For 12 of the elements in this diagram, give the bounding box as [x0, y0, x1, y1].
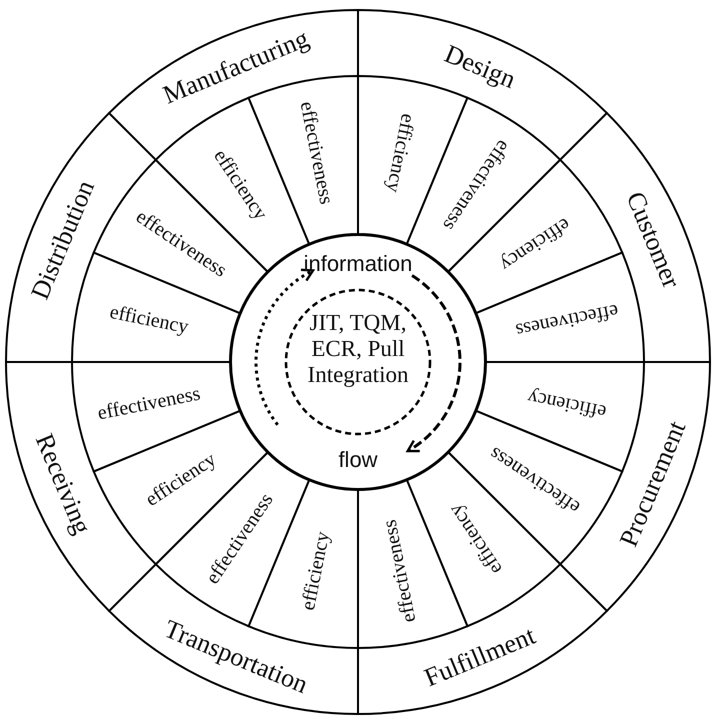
segment-label: Design [440, 39, 520, 96]
segment-label: effectiveness [378, 518, 421, 624]
segment-label: effectiveness [96, 382, 202, 425]
segment-label: effectiveness [296, 100, 338, 206]
center-text: JIT, TQM, ECR, Pull Integration [306, 310, 410, 388]
flow-label: flow [338, 447, 378, 473]
segment-label: effectiveness [514, 299, 620, 342]
segment-label: efficiency [297, 530, 336, 612]
segment-label: efficiency [380, 112, 419, 194]
flow-label: information [304, 251, 412, 277]
segment-label: efficiency [108, 301, 190, 340]
segment-label: efficiency [526, 384, 608, 423]
